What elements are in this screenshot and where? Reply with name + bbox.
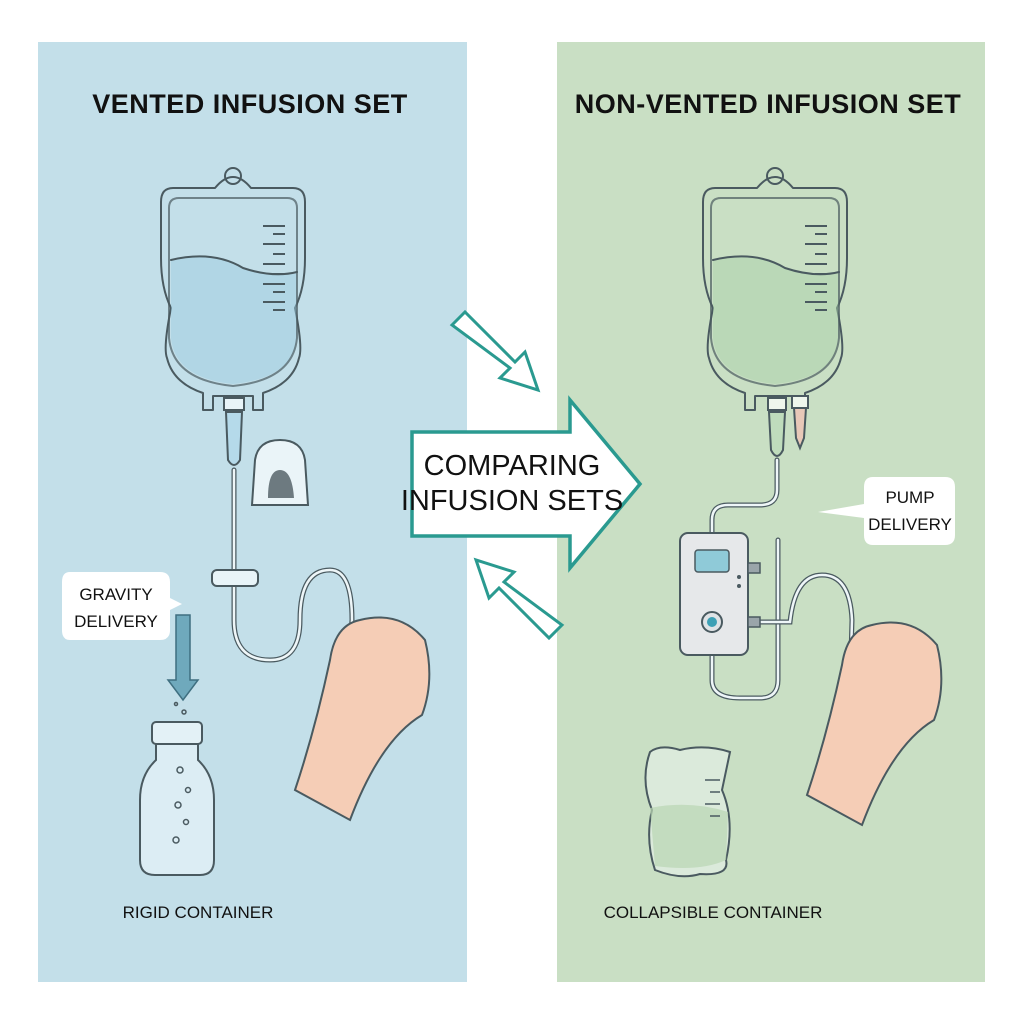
- rigid-bottle-icon: [139, 701, 215, 876]
- vent-cap-icon: [250, 438, 310, 506]
- collapsible-container-label: COLLAPSIBLE CONTAINER: [604, 903, 823, 922]
- drip-chamber-icon: [767, 395, 809, 457]
- collapsible-bag-icon: [644, 746, 732, 878]
- comparison-arrow: [410, 395, 643, 573]
- iv-tubing-icon: [211, 467, 355, 803]
- gravity-callout: GRAVITY DELIVERY: [62, 572, 182, 640]
- vented-panel-title: VENTED INFUSION SET: [92, 89, 408, 119]
- gravity-callout-line2: DELIVERY: [74, 612, 158, 631]
- pump-callout-line2: DELIVERY: [868, 515, 952, 534]
- comparison-label-line1: COMPARING: [424, 450, 601, 482]
- rigid-container-label: RIGID CONTAINER: [123, 903, 274, 922]
- non-vented-panel-title: NON-VENTED INFUSION SET: [575, 89, 962, 119]
- gravity-arrow-icon: [166, 614, 200, 702]
- arrow-in-bottom-icon: [473, 557, 565, 641]
- iv-tubing-icon: [709, 457, 855, 763]
- drip-chamber-icon: [223, 397, 245, 466]
- comparison-center: COMPARING INFUSION SETS: [401, 309, 643, 641]
- non-vented-panel: NON-VENTED INFUSION SET PUMP D: [557, 42, 985, 982]
- pump-display: [694, 549, 730, 573]
- vented-panel: VENTED INFUSION SET GRAVITY DELIVERY: [38, 42, 467, 982]
- infusion-pump-icon: [679, 532, 761, 656]
- pump-callout-line1: PUMP: [885, 488, 934, 507]
- arrow-in-top-icon: [449, 309, 541, 393]
- comparison-label-line2: INFUSION SETS: [401, 485, 623, 517]
- gravity-callout-line1: GRAVITY: [79, 585, 152, 604]
- roller-clamp-icon: [211, 569, 259, 587]
- pump-callout: PUMP DELIVERY: [818, 477, 955, 545]
